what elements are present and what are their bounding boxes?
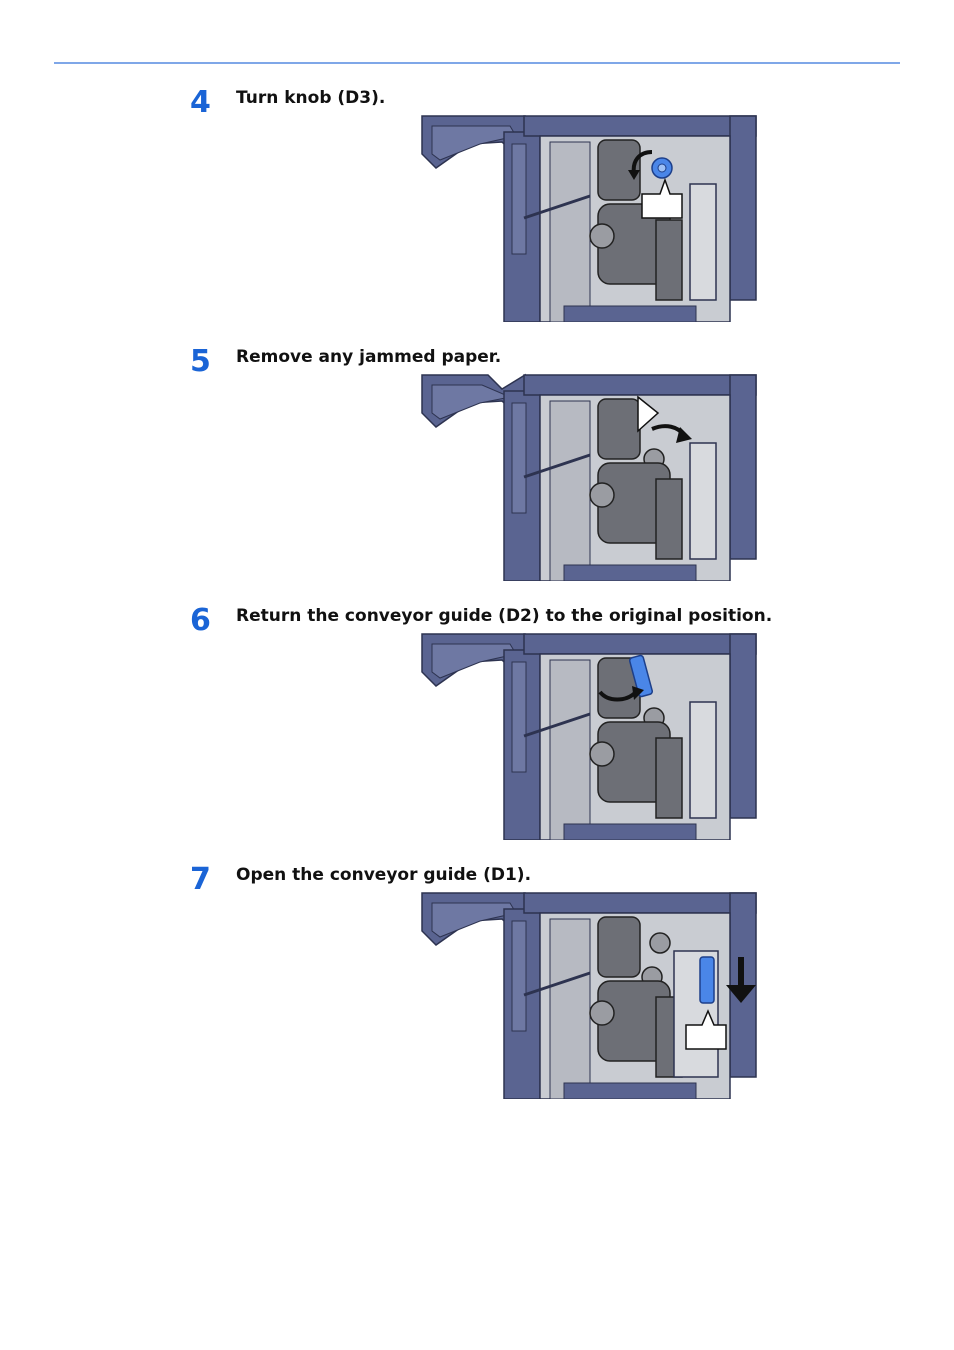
- callout-icon: [641, 177, 683, 219]
- step-4-text: Turn knob (D3).: [236, 88, 386, 108]
- step-4-number: 4: [190, 85, 211, 120]
- step-7-illustration: [421, 892, 757, 1099]
- step-5-illustration: [421, 373, 757, 581]
- step-7-text: Open the conveyor guide (D1).: [236, 865, 532, 885]
- step-4-illustration: [421, 115, 757, 322]
- machine-body: [421, 633, 757, 840]
- step-7-number: 7: [190, 862, 211, 897]
- header-rule: [54, 62, 900, 64]
- callout-icon: [685, 1009, 727, 1050]
- machine-body: [421, 892, 757, 1099]
- conveyor-guide-d1-icon: [699, 956, 756, 1004]
- knob-d3-icon: [628, 150, 673, 180]
- step-6-illustration: [421, 633, 757, 840]
- step-5-text: Remove any jammed paper.: [236, 347, 502, 367]
- machine-body: [421, 115, 757, 322]
- step-5-number: 5: [190, 344, 211, 379]
- conveyor-guide-d2-icon: [598, 654, 654, 702]
- step-6-text: Return the conveyor guide (D2) to the or…: [236, 606, 773, 626]
- step-6-number: 6: [190, 603, 211, 638]
- machine-body: [421, 373, 757, 581]
- jammed-paper-icon: [637, 395, 692, 443]
